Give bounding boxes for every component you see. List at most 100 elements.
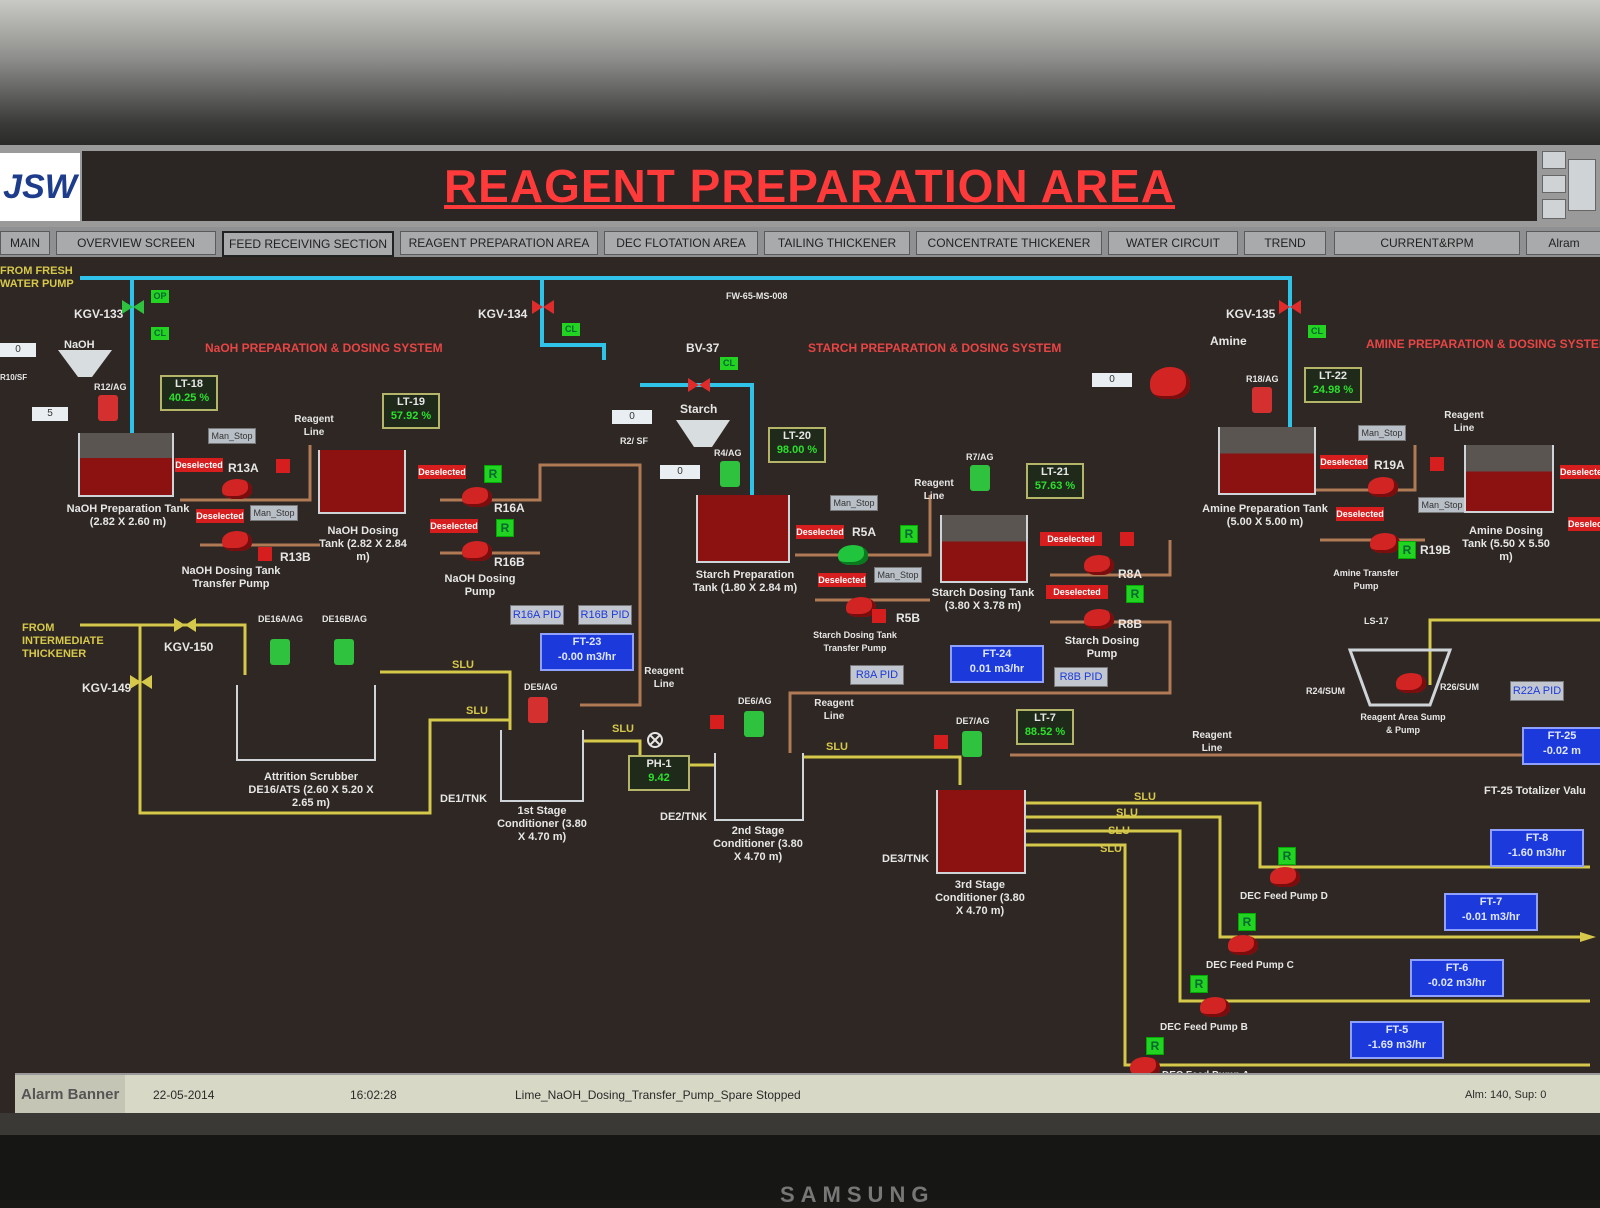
r19b-deselected-button[interactable]: Deselected <box>1336 507 1384 521</box>
r8b-deselected-button[interactable]: Deselected <box>1046 585 1108 599</box>
r19a-deselected-button[interactable]: Deselected <box>1320 455 1368 469</box>
starch-setpoint-a[interactable]: 0 <box>612 410 652 424</box>
kgv-135-valve-icon[interactable] <box>1279 300 1301 314</box>
ft-23-display: FT-23-0.00 m3/hr <box>540 633 634 671</box>
help-icon[interactable] <box>1568 159 1596 211</box>
r5a-pump-icon[interactable] <box>838 545 868 565</box>
de5ag-agitator-icon[interactable] <box>528 697 548 723</box>
r18ag-label: R18/AG <box>1246 374 1279 384</box>
r16a-pid-button[interactable]: R16A PID <box>510 605 564 625</box>
r19b-pump-icon[interactable] <box>1370 533 1400 553</box>
r5a-label: R5A <box>852 525 877 539</box>
dec-pump-b-run-badge[interactable]: R <box>1190 975 1208 993</box>
r8b-run-badge[interactable]: R <box>1126 585 1144 603</box>
dec-pump-d-icon[interactable] <box>1270 867 1300 887</box>
r8b-pid-button[interactable]: R8B PID <box>1054 667 1108 687</box>
arrow-icon <box>1580 932 1596 942</box>
amine-deselected-button-1[interactable]: Deselected <box>1560 465 1600 479</box>
r13a-pump-icon[interactable] <box>222 479 252 499</box>
r16b-pump-icon[interactable] <box>462 541 492 561</box>
r4ag-agitator-icon[interactable] <box>720 461 740 487</box>
r12ag-agitator-icon[interactable] <box>98 395 118 421</box>
ls-17-label: LS-17 <box>1364 616 1389 626</box>
dec-pump-c-icon[interactable] <box>1228 935 1258 955</box>
tab-main[interactable]: MAIN <box>0 231 50 255</box>
tab-trend[interactable]: TREND <box>1244 231 1326 255</box>
r8b-pump-icon[interactable] <box>1084 609 1114 629</box>
amine-setpoint[interactable]: 0 <box>1092 373 1132 387</box>
tab-reagent-preparation-area[interactable]: REAGENT PREPARATION AREA <box>400 231 598 255</box>
amine-man-stop-2[interactable]: Man_Stop <box>1418 497 1466 513</box>
naoh-setpoint-b[interactable]: 5 <box>32 407 68 421</box>
de16b-agitator-icon[interactable] <box>334 639 354 665</box>
r13a-deselected-button[interactable]: Deselected <box>175 458 223 472</box>
amine-man-stop-1[interactable]: Man_Stop <box>1358 425 1406 441</box>
tab-overview-screen[interactable]: OVERVIEW SCREEN <box>56 231 216 255</box>
dec-pump-a-icon[interactable] <box>1130 1057 1160 1077</box>
r16a-deselected-button[interactable]: Deselected <box>418 465 466 479</box>
r13b-deselected-button[interactable]: Deselected <box>196 509 244 523</box>
r13b-pump-icon[interactable] <box>222 531 252 551</box>
starch-man-stop-1[interactable]: Man_Stop <box>830 495 878 511</box>
starch-setpoint-b[interactable]: 0 <box>660 465 700 479</box>
alarm-banner[interactable]: Alarm Banner 22-05-2014 16:02:28 Lime_Na… <box>15 1073 1600 1115</box>
de6ag-agitator-icon[interactable] <box>744 711 764 737</box>
water-branch-starch <box>540 278 606 360</box>
slu-label-7: SLU <box>1108 825 1130 837</box>
kgv-134-valve-icon[interactable] <box>532 300 554 314</box>
naoh-man-stop-1[interactable]: Man_Stop <box>208 428 256 444</box>
scada-screen: JSW REAGENT PREPARATION AREA MAIN OVERVI… <box>0 145 1600 1135</box>
kgv-149-valve-icon[interactable] <box>130 675 152 689</box>
kgv-133-valve-icon[interactable] <box>122 300 144 314</box>
dec-pump-c-run-badge[interactable]: R <box>1238 913 1256 931</box>
r16a-run-badge[interactable]: R <box>484 465 502 483</box>
r22a-pid-button[interactable]: R22A PID <box>1510 681 1564 701</box>
up-arrow-icon[interactable] <box>1542 199 1566 219</box>
dec-pump-a-run-badge[interactable]: R <box>1146 1037 1164 1055</box>
r16a-pump-icon[interactable] <box>462 487 492 507</box>
r16b-pid-button[interactable]: R16B PID <box>578 605 632 625</box>
amine-feeder-icon[interactable] <box>1150 367 1190 399</box>
r8a-deselected-button[interactable]: Deselected <box>1040 532 1102 546</box>
r5b-pump-icon[interactable] <box>846 597 876 617</box>
r5a-deselected-button[interactable]: Deselected <box>796 525 844 539</box>
r8a-pid-button[interactable]: R8A PID <box>850 665 904 685</box>
tab-tailing-thickener[interactable]: TAILING THICKENER <box>764 231 910 255</box>
naoh-man-stop-2[interactable]: Man_Stop <box>250 505 298 521</box>
sump-pump-icon[interactable] <box>1396 673 1426 693</box>
tab-water-circuit[interactable]: WATER CIRCUIT <box>1108 231 1238 255</box>
cl-badge-134: CL <box>562 323 580 336</box>
starch-dosing-tank <box>940 515 1028 583</box>
tab-feed-receiving-section[interactable]: FEED RECEIVING SECTION <box>222 231 394 257</box>
r19a-pump-icon[interactable] <box>1368 477 1398 497</box>
kgv-150-valve-icon[interactable] <box>174 618 196 632</box>
r16b-run-badge[interactable]: R <box>496 519 514 537</box>
naoh-setpoint-a[interactable]: 0 <box>0 343 36 357</box>
r8a-pump-icon[interactable] <box>1084 555 1114 575</box>
dec-pump-b-icon[interactable] <box>1200 997 1230 1017</box>
r7ag-agitator-icon[interactable] <box>970 465 990 491</box>
r18ag-agitator-icon[interactable] <box>1252 387 1272 413</box>
second-stage-conditioner-label: 2nd Stage Conditioner (3.80 X 4.70 m) <box>713 825 803 863</box>
r19b-run-badge[interactable]: R <box>1398 541 1416 559</box>
header-toolbar <box>1540 149 1598 223</box>
amine-deselected-button-2[interactable]: Deselected <box>1568 517 1600 531</box>
de7ag-agitator-icon[interactable] <box>962 731 982 757</box>
r5b-deselected-button[interactable]: Deselected <box>818 573 866 587</box>
de16a-agitator-icon[interactable] <box>270 639 290 665</box>
r16b-deselected-button[interactable]: Deselected <box>430 519 478 533</box>
first-stage-conditioner-label: 1st Stage Conditioner (3.80 X 4.70 m) <box>497 805 587 843</box>
r10sf-label: R10/SF <box>0 373 28 382</box>
r5a-run-badge[interactable]: R <box>900 525 918 543</box>
tab-dec-flotation-area[interactable]: DEC FLOTATION AREA <box>604 231 758 255</box>
dec-pump-d-label: DEC Feed Pump D <box>1240 891 1328 902</box>
tab-current-rpm[interactable]: CURRENT&RPM <box>1334 231 1520 255</box>
tab-concentrate-thickener[interactable]: CONCENTRATE THICKENER <box>916 231 1102 255</box>
starch-man-stop-2[interactable]: Man_Stop <box>874 567 922 583</box>
window-icon[interactable] <box>1542 151 1566 169</box>
dec-pump-d-run-badge[interactable]: R <box>1278 847 1296 865</box>
bv-37-valve-icon[interactable] <box>688 378 710 392</box>
de5ag-label: DE5/AG <box>524 682 558 692</box>
tab-alarm[interactable]: Alram <box>1526 231 1600 255</box>
list-icon[interactable] <box>1542 175 1566 193</box>
